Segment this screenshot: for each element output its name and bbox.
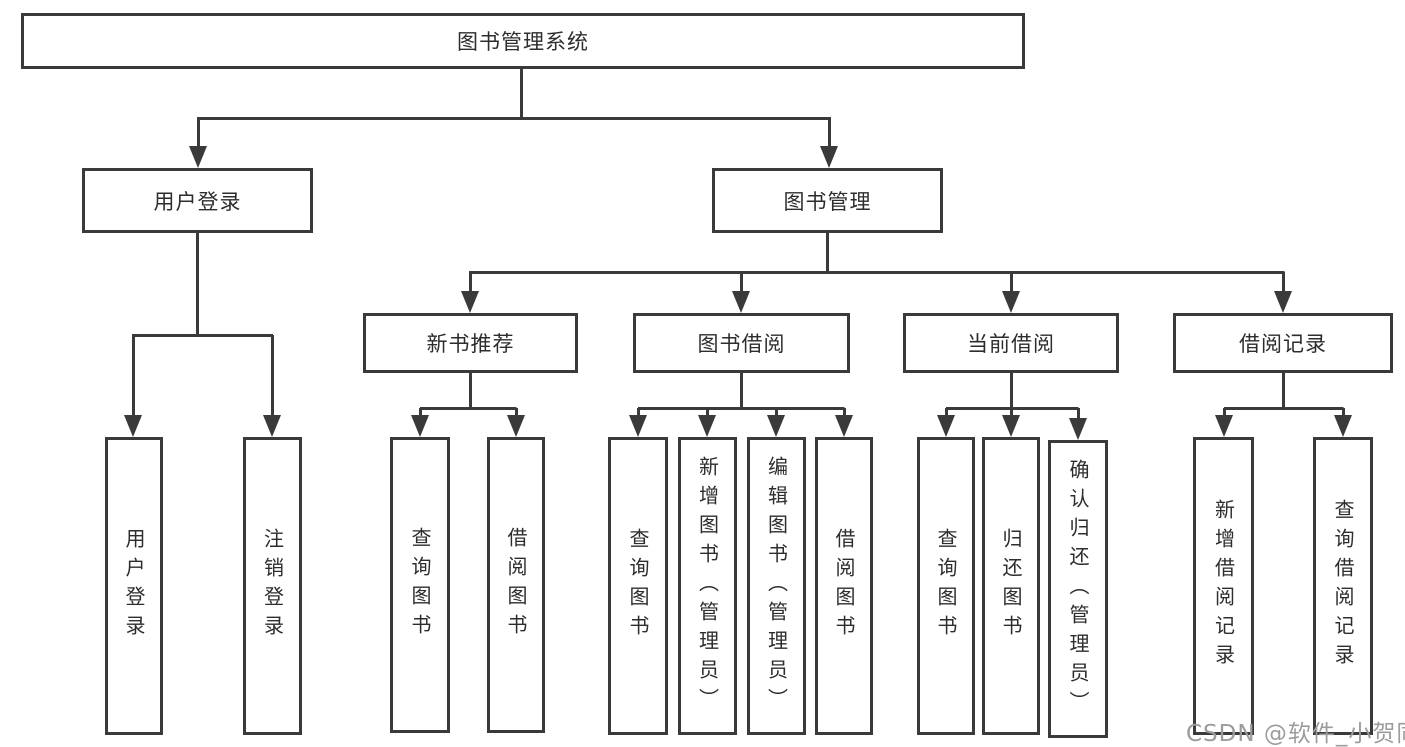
- node-label: 新书推荐: [426, 332, 515, 356]
- node-label: 图书管理系统: [457, 30, 589, 54]
- node-label: 借阅图书: [504, 527, 528, 643]
- node-book-management-group: 图书管理: [712, 168, 943, 233]
- csdn-watermark: CSDN @软件_小贺同学: [1186, 721, 1405, 747]
- node-label: 查询图书: [408, 527, 432, 643]
- arrowhead-down-icons: [124, 146, 1352, 440]
- node-leaf-query-books-1: 查询图书: [390, 437, 450, 733]
- node-current-borrow: 当前借阅: [903, 313, 1119, 373]
- node-root-library-system: 图书管理系统: [21, 13, 1025, 69]
- node-label: 查询借阅记录: [1331, 499, 1355, 673]
- node-label: 借阅记录: [1239, 332, 1327, 356]
- node-leaf-edit-books-admin: 编辑图书（管理员）: [747, 437, 806, 735]
- node-leaf-query-borrow-record: 查询借阅记录: [1313, 437, 1373, 735]
- node-leaf-confirm-return-admin: 确认归还（管理员）: [1048, 440, 1108, 738]
- node-label: 图书借阅: [697, 332, 786, 356]
- node-leaf-borrow-books-2: 借阅图书: [815, 437, 873, 735]
- node-label: 注销登录: [260, 528, 285, 644]
- node-leaf-return-books: 归还图书: [982, 437, 1040, 735]
- node-leaf-add-borrow-record: 新增借阅记录: [1193, 437, 1254, 735]
- node-label: 确认归还（管理员）: [1066, 458, 1090, 720]
- node-leaf-logout: 注销登录: [243, 437, 302, 735]
- node-new-book-recommend: 新书推荐: [363, 313, 578, 373]
- node-borrow-records: 借阅记录: [1173, 313, 1393, 373]
- node-user-login-group: 用户登录: [82, 168, 313, 233]
- node-label: 新增借阅记录: [1211, 499, 1236, 673]
- node-label: 归还图书: [999, 528, 1023, 644]
- connector-lines: [132, 67, 1345, 421]
- node-label: 新增图书（管理员）: [695, 455, 720, 717]
- node-leaf-query-books-2: 查询图书: [608, 437, 668, 735]
- node-leaf-query-books-3: 查询图书: [917, 437, 975, 735]
- node-book-borrow: 图书借阅: [633, 313, 850, 373]
- node-leaf-add-books-admin: 新增图书（管理员）: [678, 437, 737, 735]
- node-label: 编辑图书（管理员）: [764, 455, 789, 717]
- node-label: 查询图书: [934, 528, 958, 644]
- node-label: 查询图书: [626, 528, 650, 644]
- node-label: 借阅图书: [832, 528, 856, 644]
- node-leaf-borrow-books-1: 借阅图书: [487, 437, 545, 733]
- node-label: 当前借阅: [967, 332, 1055, 356]
- node-label: 用户登录: [122, 528, 146, 644]
- node-leaf-user-login: 用户登录: [105, 437, 163, 735]
- node-label: 用户登录: [153, 189, 242, 214]
- node-label: 图书管理: [783, 189, 872, 214]
